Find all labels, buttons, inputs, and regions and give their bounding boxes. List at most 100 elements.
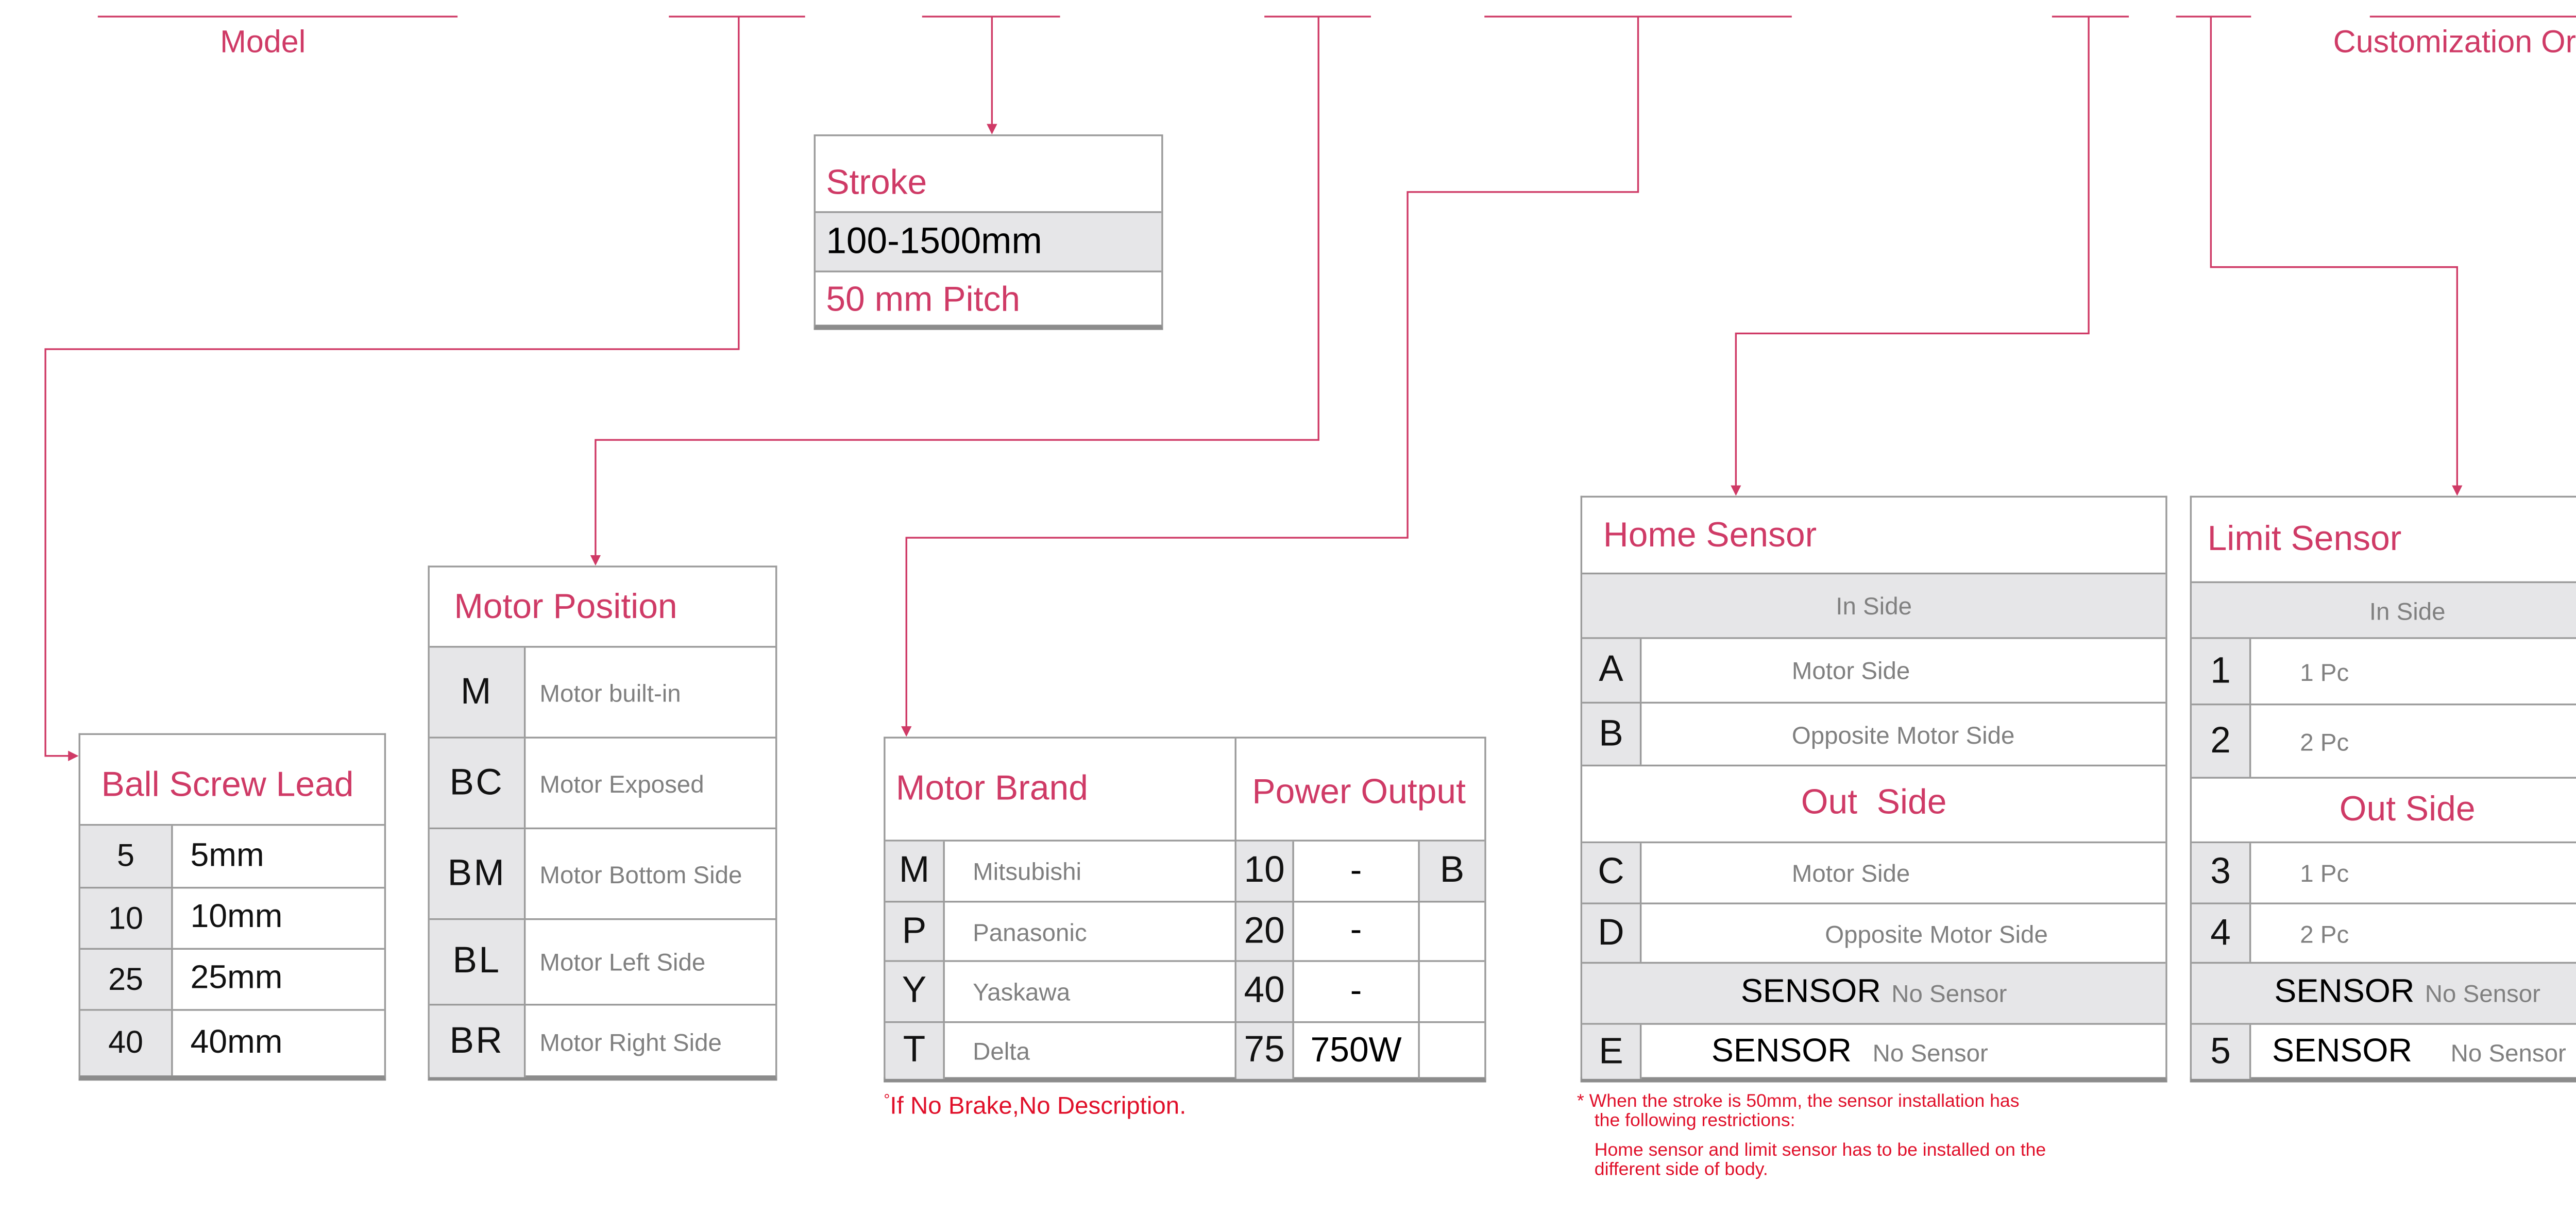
sensor-row: A Motor Side: [1582, 637, 2166, 702]
arrow-to-home-sensor: [1731, 15, 2090, 496]
footnote-line3: Home sensor and limit sensor has to be i…: [1594, 1140, 2046, 1161]
motor-position-title: Motor Position: [454, 587, 677, 626]
brake-note-text: If No Brake,No Description.: [890, 1091, 1187, 1119]
motor-position-row: BL Motor Left Side: [429, 918, 776, 1004]
sensor-row: 3 1 Pc: [2192, 841, 2576, 903]
arrow-to-motor-brand: [901, 15, 1639, 737]
no-sensor-code: E: [1582, 1024, 1642, 1079]
arrow-to-motor-position: [590, 15, 1319, 566]
lead-value: 40mm: [190, 1024, 283, 1061]
position-code: BM: [429, 829, 526, 918]
stroke-range: 100-1500mm: [815, 211, 1162, 271]
sensor-code: B: [1582, 704, 1642, 765]
footnote-mark: *: [1577, 1091, 1584, 1112]
stroke-title: Stroke: [826, 163, 927, 202]
power-code: 75: [1236, 1023, 1294, 1079]
brand-code: Y: [885, 962, 945, 1021]
lead-code: 25: [80, 949, 173, 1009]
sensor-code: 1: [2192, 639, 2251, 704]
out-side-label: Out Side: [1801, 783, 1947, 822]
model-segment-line: [97, 15, 458, 18]
model-label: Model: [220, 24, 306, 60]
sensor-code: 3: [2192, 843, 2251, 903]
sensor-desc: 2 Pc: [2300, 919, 2349, 947]
brand-code: M: [885, 841, 945, 901]
power-output-title: Power Output: [1252, 773, 1466, 812]
limit-sensor-segment-line: [2176, 15, 2251, 18]
brand-code: P: [885, 902, 945, 961]
sensor-desc: Opposite Motor Side: [1825, 919, 2048, 947]
power-code: 10: [1236, 841, 1294, 901]
stroke-pitch: 50 mm Pitch: [815, 270, 1162, 328]
brand-name: Panasonic: [945, 902, 1236, 961]
sensor-desc: Motor Side: [1791, 656, 1910, 684]
position-code: BL: [429, 920, 526, 1004]
sensor-desc: 1 Pc: [2300, 859, 2349, 887]
footnote-line2: the following restrictions:: [1594, 1110, 1795, 1132]
lead-value: 10mm: [190, 899, 283, 936]
brake-code: [1420, 902, 1484, 960]
ball-screw-title: Ball Screw Lead: [101, 765, 354, 804]
no-sensor-code: 5: [2192, 1024, 2251, 1079]
sensor-row: 4 2 Pc: [2192, 902, 2576, 962]
lead-value: 25mm: [190, 960, 283, 997]
lead-code: 10: [80, 888, 173, 948]
in-side-label: In Side: [1836, 592, 1912, 620]
brand-name: Mitsubishi: [945, 841, 1236, 901]
customization-label: Customization Order No.: [2333, 24, 2576, 60]
brand-code: T: [885, 1023, 945, 1079]
sensor-code: 2: [2192, 705, 2251, 777]
sensor-row: 1 1 Pc: [2192, 637, 2576, 704]
sensor-desc: 2 Pc: [2300, 727, 2349, 756]
no-sensor-code-row: 5 SENSOR No Sensor: [2192, 1023, 2576, 1079]
no-sensor-label: No Sensor: [1872, 1038, 1988, 1066]
sensor-desc: Motor Side: [1791, 859, 1910, 887]
home-sensor-title: Home Sensor: [1603, 516, 1817, 555]
power-value: -: [1294, 841, 1420, 901]
sensor-code: 4: [2192, 904, 2251, 962]
stroke-table: Stroke 100-1500mm 50 mm Pitch: [814, 134, 1163, 330]
in-side-label: In Side: [2369, 596, 2446, 624]
no-sensor-label: No Sensor: [1891, 979, 2007, 1007]
in-side-header: In Side: [2192, 581, 2576, 638]
out-side-header: Out Side: [2192, 777, 2576, 841]
position-desc: Motor Left Side: [539, 948, 706, 976]
no-sensor-label: No Sensor: [2450, 1038, 2566, 1066]
stroke-restriction-note: * When the stroke is 50mm, the sensor in…: [1577, 1091, 2046, 1180]
out-side-header: Out Side: [1582, 764, 2166, 842]
sensor-label: SENSOR: [2274, 974, 2415, 1011]
position-desc: Motor built-in: [539, 678, 681, 707]
position-desc: Motor Exposed: [539, 769, 704, 797]
lead-value: 5mm: [190, 837, 264, 874]
sensor-label: SENSOR: [1740, 974, 1881, 1011]
sensor-label: SENSOR: [1711, 1033, 1852, 1070]
power-code: 20: [1236, 902, 1294, 961]
sensor-code: A: [1582, 639, 1642, 702]
arrow-to-limit-sensor: [2210, 15, 2463, 496]
ball-screw-row: 5 5mm: [80, 824, 384, 887]
position-code: BR: [429, 1005, 526, 1077]
no-sensor-row: SENSOR No Sensor: [1582, 962, 2166, 1023]
motor-brand-title: Motor Brand: [886, 738, 1236, 842]
brake-code: [1420, 1023, 1484, 1078]
ball-screw-row: 25 25mm: [80, 948, 384, 1009]
position-code: M: [429, 647, 526, 737]
lead-code: 5: [80, 826, 173, 887]
sensor-desc: 1 Pc: [2300, 657, 2349, 685]
sensor-label: SENSOR: [2272, 1033, 2413, 1070]
